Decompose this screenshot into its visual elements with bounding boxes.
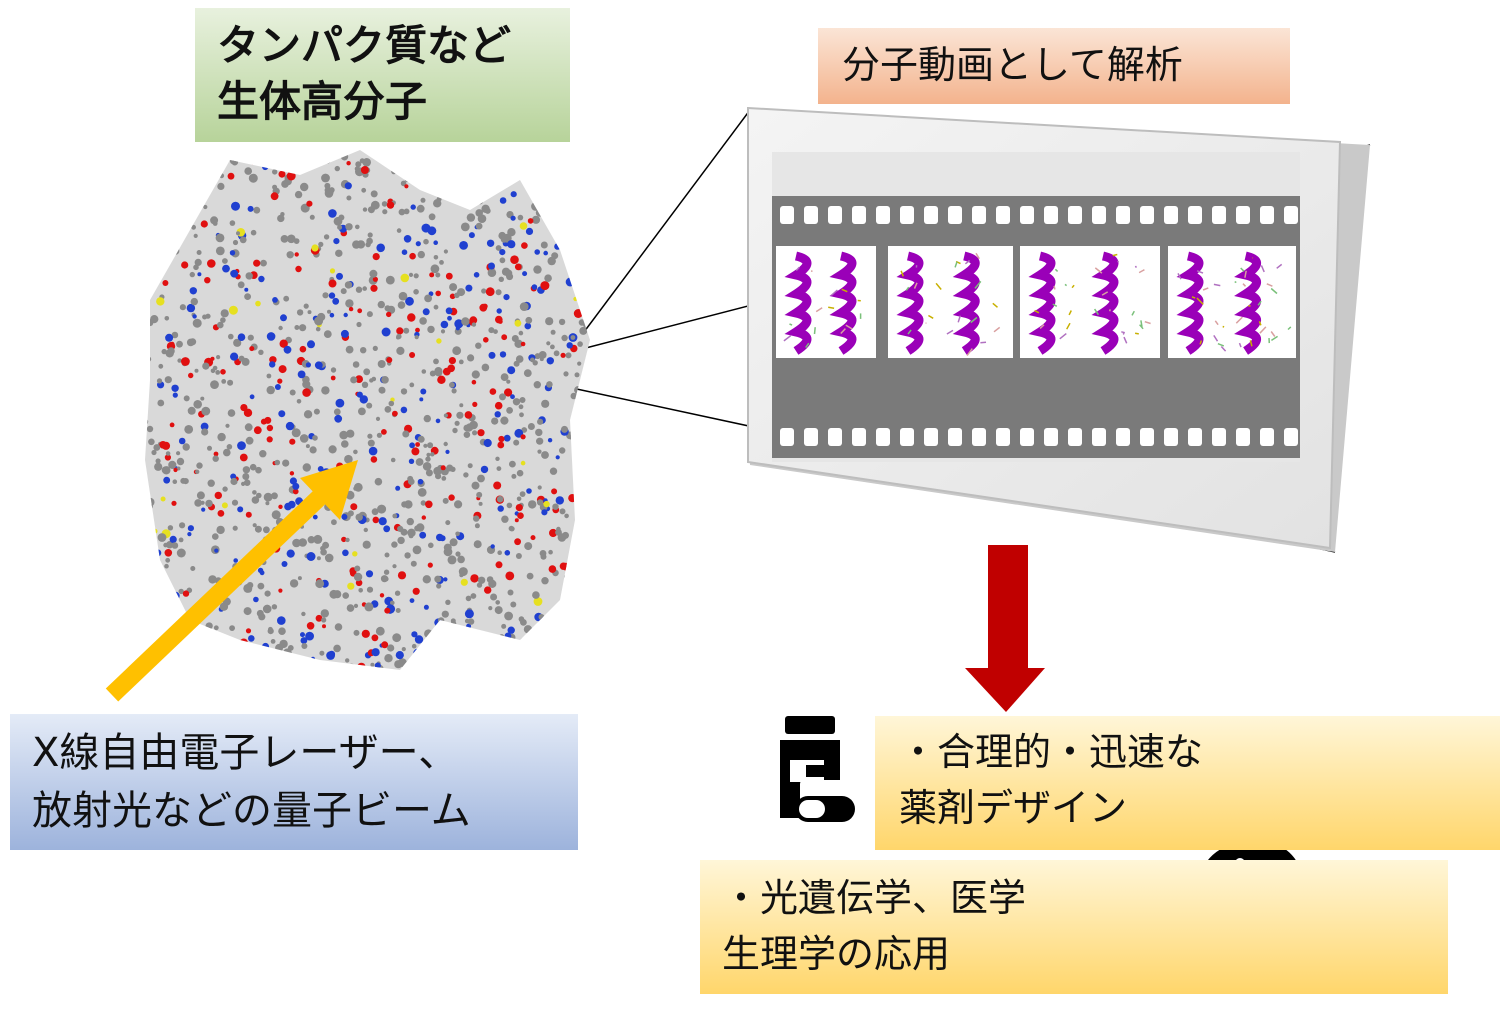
biomolecule-label: タンパク質など 生体高分子 bbox=[195, 8, 570, 142]
molecular-movie-label: 分子動画として解析 bbox=[818, 28, 1290, 104]
biomolecule-label-line-1: タンパク質など bbox=[217, 21, 512, 70]
quantum-beam-label-line-1: X線自由電子レーザー、 bbox=[32, 730, 459, 776]
drug-design-label-line-2: 薬剤デザイン bbox=[899, 786, 1128, 830]
optogenetics-label-line-2: 生理学の応用 bbox=[722, 932, 951, 976]
quantum-beam-label-line-2: 放射光などの量子ビーム bbox=[32, 788, 471, 834]
drug-design-label: ・合理的・迅速な 薬剤デザイン bbox=[875, 716, 1500, 850]
result-arrow bbox=[965, 545, 1045, 712]
film-strip bbox=[772, 196, 1300, 458]
biomolecule-label-line-2: 生体高分子 bbox=[217, 77, 428, 126]
molecular-movie-label-text: 分子動画として解析 bbox=[842, 43, 1183, 87]
optogenetics-label: ・光遺伝学、医学 生理学の応用 bbox=[700, 860, 1448, 994]
optogenetics-label-line-1: ・光遺伝学、医学 bbox=[722, 876, 1027, 920]
pill-bottle-icon bbox=[780, 716, 855, 822]
movie-screen bbox=[747, 106, 1370, 552]
xray-beam-arrow bbox=[105, 460, 358, 702]
quantum-beam-label: X線自由電子レーザー、 放射光などの量子ビーム bbox=[10, 714, 578, 850]
drug-design-label-line-1: ・合理的・迅速な bbox=[899, 730, 1204, 774]
